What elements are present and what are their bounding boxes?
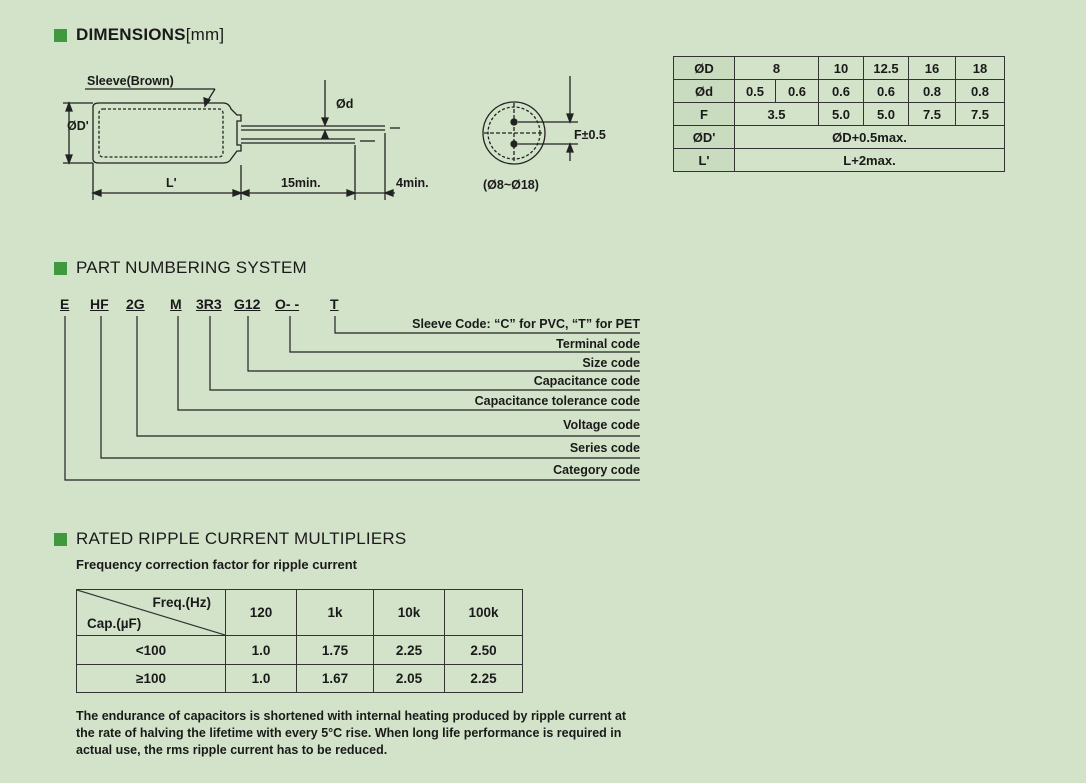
label-category-code: Category code	[553, 463, 640, 477]
dim-cell: 3.5	[734, 102, 819, 126]
capacitor-side-drawing	[63, 80, 400, 200]
section-bullet-icon	[54, 532, 67, 546]
dim-cell: 8	[734, 56, 819, 80]
cap-cell: <100	[76, 635, 226, 665]
code-capacitance: 3R3	[196, 296, 222, 312]
dim-cell: 0.8	[908, 79, 956, 103]
ripple-subtitle: Frequency correction factor for ripple c…	[76, 557, 358, 572]
ripple-heading: RATED RIPPLE CURRENT MULTIPLIERS	[54, 529, 406, 549]
freq-header: 10k	[373, 589, 445, 636]
capacitor-end-drawing	[482, 76, 578, 165]
value-cell: 2.25	[444, 664, 523, 693]
freq-header: 120	[225, 589, 297, 636]
dim-cell: 7.5	[955, 102, 1005, 126]
code-voltage: 2G	[126, 296, 145, 312]
dim-cell: 0.8	[955, 79, 1005, 103]
dim-cell: 5.0	[818, 102, 864, 126]
dim-cell: 16	[908, 56, 956, 80]
dim-row-header: Ød	[673, 79, 735, 103]
code-category: E	[60, 296, 70, 312]
dim-cell: 10	[818, 56, 864, 80]
freq-header: 1k	[296, 589, 374, 636]
label-capacitance-code: Capacitance code	[533, 374, 640, 388]
dim-table-row: L'L+2max.	[673, 148, 1005, 172]
dim-cell: 0.6	[775, 79, 819, 103]
value-cell: 1.0	[225, 635, 297, 665]
lead-length-label: 15min.	[281, 176, 321, 190]
dim-row-header: ØD'	[673, 125, 735, 149]
dim-cell: L+2max.	[734, 148, 1005, 172]
corner-freq-label: Freq.(Hz)	[152, 595, 212, 610]
label-size-code: Size code	[582, 356, 640, 370]
dimensions-title: DIMENSIONS	[76, 25, 186, 44]
diameter-range-label: (Ø8~Ø18)	[483, 178, 539, 192]
ripple-header-row: Freq.(Hz) Cap.(µF) 120 1k 10k 100k	[76, 589, 523, 636]
value-cell: 2.05	[373, 664, 445, 693]
label-tolerance-code: Capacitance tolerance code	[474, 394, 640, 408]
part-number-lines	[64, 316, 640, 481]
dim-cell: 5.0	[863, 102, 909, 126]
dim-cell: 0.6	[818, 79, 864, 103]
ripple-row: <100 1.0 1.75 2.25 2.50	[76, 635, 523, 665]
value-cell: 1.75	[296, 635, 374, 665]
ripple-corner-cell: Freq.(Hz) Cap.(µF)	[76, 589, 226, 636]
dim-row-header: ØD	[673, 56, 735, 80]
dim-row-header: L'	[673, 148, 735, 172]
dimensions-unit: [mm]	[185, 25, 225, 44]
cap-cell: ≥100	[76, 664, 226, 693]
section-bullet-icon	[54, 28, 67, 42]
dim-table-row: ØD'ØD+0.5max.	[673, 125, 1005, 149]
value-cell: 2.50	[444, 635, 523, 665]
dim-cell: 12.5	[863, 56, 909, 80]
value-cell: 2.25	[373, 635, 445, 665]
dim-row-header: F	[673, 102, 735, 126]
lead-extra-label: 4min.	[396, 176, 429, 190]
code-terminal: O- -	[275, 296, 300, 312]
freq-header: 100k	[444, 589, 523, 636]
code-sleeve: T	[330, 296, 339, 312]
length-label: L'	[166, 176, 177, 190]
code-tolerance: M	[170, 296, 182, 312]
dim-cell: 0.6	[863, 79, 909, 103]
code-series: HF	[90, 296, 109, 312]
dim-cell: 0.5	[734, 79, 776, 103]
ripple-title: RATED RIPPLE CURRENT MULTIPLIERS	[76, 529, 407, 548]
label-terminal-code: Terminal code	[556, 337, 640, 351]
corner-cap-label: Cap.(µF)	[87, 616, 142, 631]
dim-cell: 7.5	[908, 102, 956, 126]
dim-cell: 18	[955, 56, 1005, 80]
diagonal-divider	[77, 590, 225, 635]
code-size: G12	[234, 296, 261, 312]
sleeve-label: Sleeve(Brown)	[87, 74, 174, 88]
dim-cell: ØD+0.5max.	[734, 125, 1005, 149]
od-prime-label: ØD'	[67, 119, 89, 133]
label-sleeve-code: Sleeve Code: “C” for PVC, “T” for PET	[412, 317, 640, 331]
part-numbering-title: PART NUMBERING SYSTEM	[76, 258, 307, 277]
part-numbering-heading: PART NUMBERING SYSTEM	[54, 258, 307, 278]
f-spacing-label: F±0.5	[574, 128, 606, 142]
label-series-code: Series code	[569, 441, 640, 455]
dimensions-heading: DIMENSIONS [mm]	[54, 25, 224, 45]
ripple-row: ≥100 1.0 1.67 2.05 2.25	[76, 664, 523, 693]
label-voltage-code: Voltage code	[563, 418, 640, 432]
section-bullet-icon	[54, 261, 67, 275]
ripple-table: Freq.(Hz) Cap.(µF) 120 1k 10k 100k <100 …	[76, 589, 523, 693]
lead-diameter-label: Ød	[336, 97, 354, 111]
value-cell: 1.0	[225, 664, 297, 693]
value-cell: 1.67	[296, 664, 374, 693]
ripple-note: The endurance of capacitors is shortened…	[76, 709, 627, 757]
